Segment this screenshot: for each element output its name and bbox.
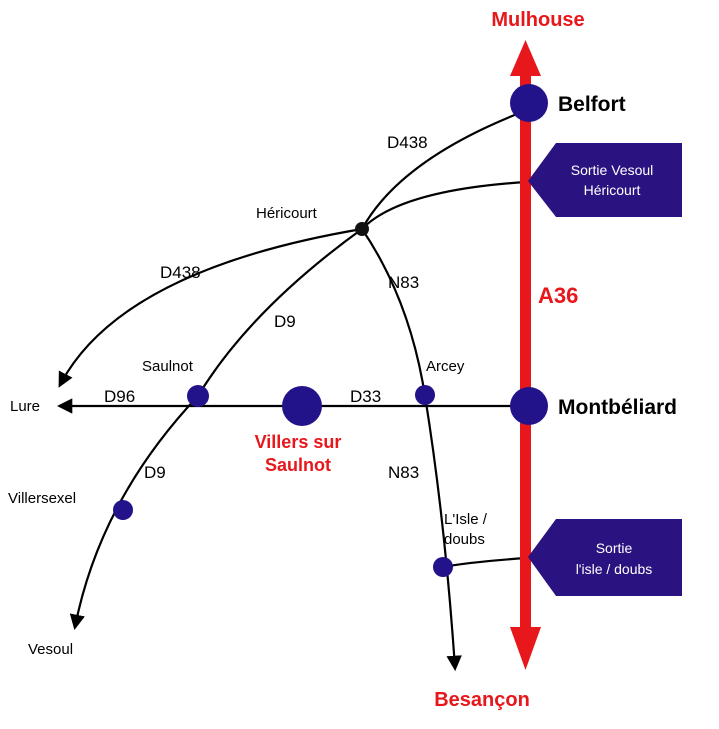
dot-arcey [415, 385, 435, 405]
label-isle-doubs-line2: doubs [444, 531, 485, 548]
label-road-d9-south: D9 [144, 463, 166, 482]
label-a36: A36 [538, 283, 578, 308]
label-mulhouse: Mulhouse [491, 9, 584, 31]
label-road-n83-south: N83 [388, 463, 419, 482]
road-exit-isle-ramp [442, 556, 527, 569]
dot-villers [282, 386, 322, 426]
dot-belfort [510, 84, 548, 122]
label-saulnot: Saulnot [142, 358, 194, 375]
dot-montbeliard [510, 387, 548, 425]
motorway-arrow-south [510, 627, 541, 670]
exit-isle-line1: Sortie [596, 540, 633, 556]
label-villersexel: Villersexel [8, 490, 76, 507]
label-road-d438-west: D438 [160, 263, 201, 282]
road-d438-belfort-hericourt [361, 110, 523, 230]
dot-hericourt [355, 222, 369, 236]
label-hericourt: Héricourt [256, 205, 318, 222]
exit-box-vesoul-hericourt: Sortie Vesoul Héricourt [528, 143, 682, 217]
label-villers-line1: Villers sur [255, 432, 342, 452]
motorway-arrow-north [510, 40, 541, 76]
label-road-d9-north: D9 [274, 312, 296, 331]
motorway-a36 [510, 40, 541, 670]
label-isle-doubs-line1: L'Isle / [444, 511, 488, 528]
label-lure: Lure [10, 398, 40, 415]
town-dots [113, 84, 548, 577]
road-d438-hericourt-lure [58, 227, 363, 388]
exit-box-isle-doubs: Sortie l'isle / doubs [528, 519, 682, 596]
dot-isle-doubs [433, 557, 453, 577]
label-arcey: Arcey [426, 358, 465, 375]
dot-villersexel [113, 500, 133, 520]
road-n83 [361, 228, 462, 672]
exit-hericourt-line1: Sortie Vesoul [571, 162, 654, 178]
exit-hericourt-line2: Héricourt [584, 182, 641, 198]
label-villers-line2: Saulnot [265, 455, 331, 475]
motorway-line [520, 70, 531, 640]
road-exit-hericourt-ramp [361, 180, 527, 230]
label-vesoul: Vesoul [28, 641, 73, 658]
label-belfort: Belfort [558, 93, 626, 116]
exit-isle-line2: l'isle / doubs [576, 561, 653, 577]
label-besancon: Besançon [434, 689, 530, 711]
label-road-d438-north: D438 [387, 133, 428, 152]
dot-saulnot [187, 385, 209, 407]
road-d9 [69, 228, 363, 631]
label-road-d33: D33 [350, 387, 381, 406]
label-montbeliard: Montbéliard [558, 396, 677, 419]
label-road-n83-north: N83 [388, 273, 419, 292]
label-road-d96: D96 [104, 387, 135, 406]
